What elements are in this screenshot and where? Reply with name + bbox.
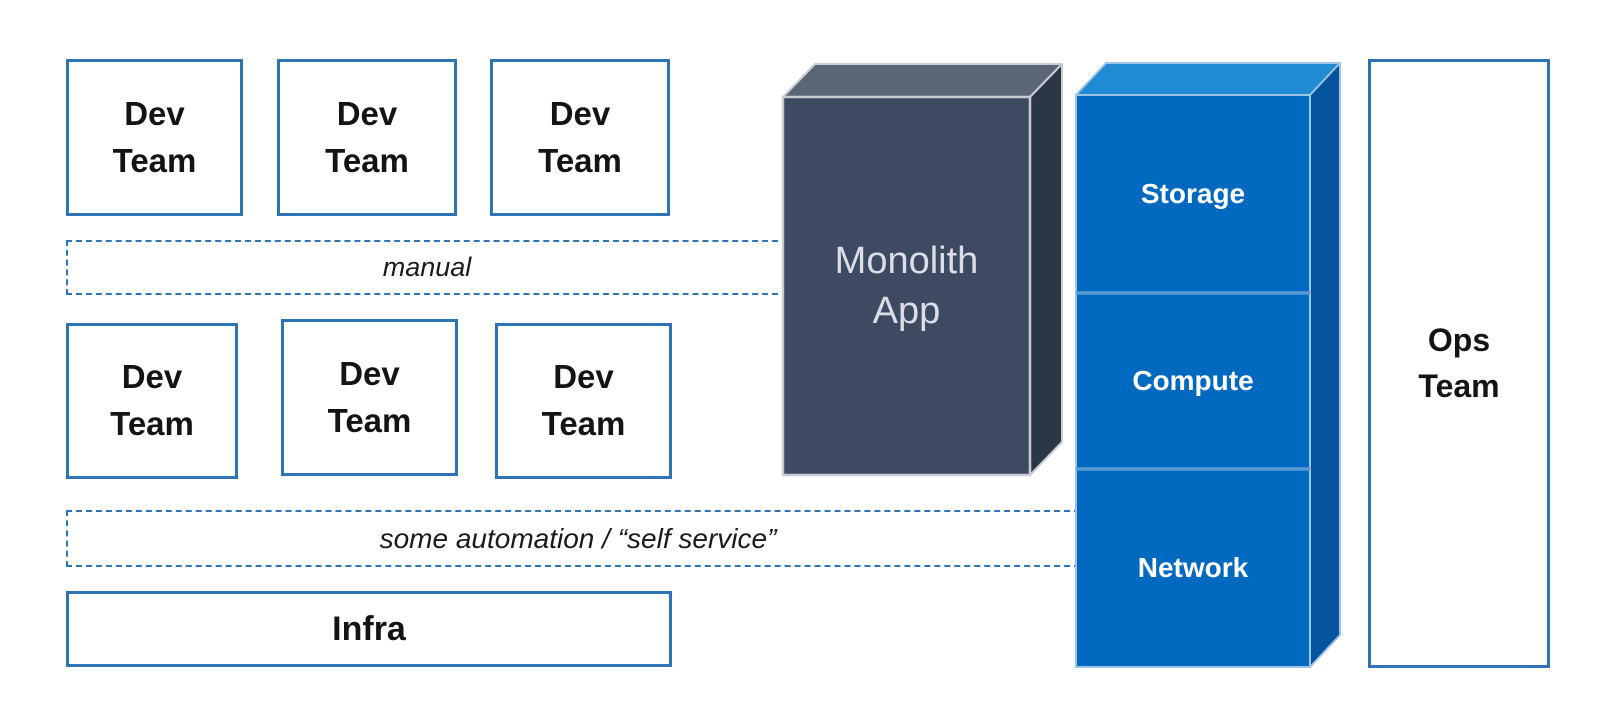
monolith-side-face — [1029, 63, 1063, 476]
dev-team-label: Dev Team — [110, 354, 194, 448]
dev-team-label-line2: Team — [541, 405, 626, 442]
dev-team-label-line2: Team — [112, 141, 197, 179]
monolith-front-face — [781, 95, 1032, 477]
monolith-3d-box — [781, 63, 1063, 477]
manual-band: manual — [66, 240, 788, 295]
ops-team-label-line1: Ops — [1427, 322, 1491, 359]
dev-team-label-line1: Dev — [553, 358, 614, 396]
dev-team-label-line1: Dev — [121, 358, 183, 396]
dev-team-label-line1: Dev — [339, 354, 400, 392]
stack-side-face — [1309, 62, 1341, 668]
dev-team-label: Dev Team — [542, 354, 626, 448]
dev-team-box-5: Dev Team — [281, 319, 458, 476]
dev-team-box-2: Dev Team — [277, 59, 457, 216]
dev-team-box-1: Dev Team — [66, 59, 243, 216]
infra-label: Infra — [332, 609, 406, 648]
automation-label: some automation / “self service” — [379, 522, 777, 554]
dev-team-label: Dev Team — [113, 91, 197, 185]
ops-team-label: Ops Team — [1418, 318, 1499, 409]
manual-label: manual — [382, 252, 472, 282]
dev-team-label-line2: Team — [538, 141, 622, 179]
ops-team-box: Ops Team — [1368, 59, 1550, 668]
dev-team-box-4: Dev Team — [66, 323, 238, 479]
stack-front-face — [1075, 94, 1311, 668]
infra-box: Infra — [66, 591, 672, 667]
dev-team-label: Dev Team — [538, 91, 622, 185]
dev-team-label-line1: Dev — [124, 94, 185, 132]
infra-stack-3d-box — [1075, 62, 1341, 668]
dev-team-label: Dev Team — [325, 91, 409, 185]
automation-band: some automation / “self service” — [66, 510, 1090, 567]
dev-team-label-line1: Dev — [336, 94, 398, 132]
dev-team-label-line1: Dev — [549, 94, 611, 132]
dev-team-box-3: Dev Team — [490, 59, 670, 216]
dev-team-label: Dev Team — [328, 351, 412, 445]
dev-team-label-line2: Team — [110, 405, 194, 442]
ops-team-label-line2: Team — [1418, 367, 1500, 404]
dev-team-label-line2: Team — [325, 141, 409, 179]
monolith-top-face — [782, 63, 1063, 98]
stack-top-face — [1075, 62, 1341, 96]
dev-team-box-6: Dev Team — [495, 323, 672, 479]
dev-team-label-line2: Team — [327, 401, 412, 439]
